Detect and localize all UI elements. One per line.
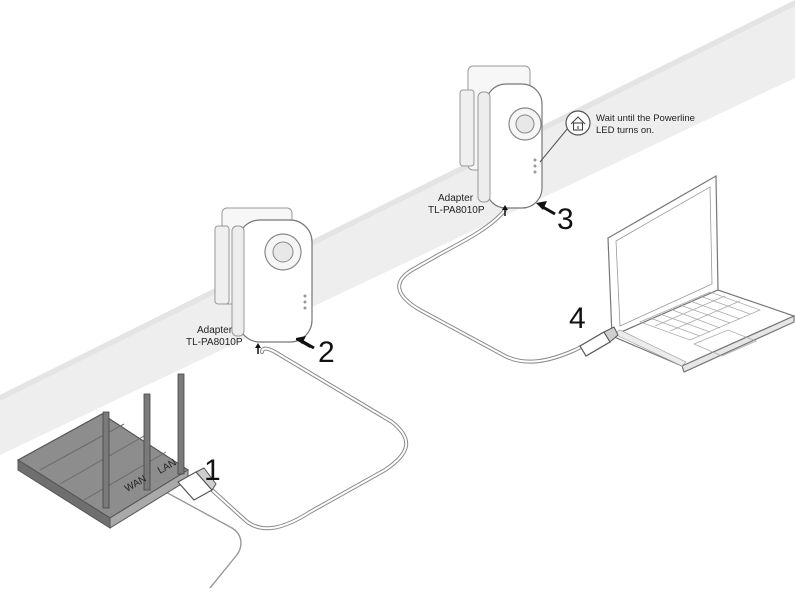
wall-mark: H <box>134 310 145 323</box>
router-antenna <box>102 411 110 509</box>
step-number-2: 2 <box>318 336 335 369</box>
laptop-trackpad <box>692 329 758 357</box>
step-number-1: 1 <box>204 454 221 487</box>
powerline-adapter-left <box>214 207 313 343</box>
ethernet-plug-router <box>177 467 217 501</box>
adapter-right-label-line2: TL-PA8010P <box>428 205 485 216</box>
router-power-cable <box>139 477 242 589</box>
laptop-keyboard <box>639 291 761 341</box>
router-antenna <box>143 393 151 491</box>
callout-line1: Wait until the Powerline <box>596 113 695 124</box>
step-number-3: 3 <box>557 203 574 236</box>
adapter-led <box>303 294 307 298</box>
arrow-icon <box>536 201 556 216</box>
arrow-icon <box>502 205 508 216</box>
cable-router-to-adapter <box>210 346 409 531</box>
router: WAN LAN <box>16 373 190 529</box>
adapter-led <box>533 158 537 162</box>
powerline-adapter-right <box>459 65 543 209</box>
arrow-icon <box>296 336 315 350</box>
adapter-left-label-line2: TL-PA8010P <box>186 337 243 348</box>
wall-band <box>0 0 795 455</box>
arrow-icon <box>255 343 261 354</box>
laptop <box>607 174 795 373</box>
cable-adapter-to-laptop <box>397 208 589 364</box>
adapter-right-label-line1: Adapter <box>438 193 474 204</box>
house-led-icon <box>570 116 586 131</box>
router-antenna <box>177 373 185 475</box>
step-number-4: 4 <box>569 302 586 335</box>
adapter-left-label-line1: Adapter <box>197 325 233 336</box>
ethernet-plug-laptop <box>579 326 619 357</box>
led-callout: Wait until the Powerline LED turns on. <box>539 110 695 163</box>
callout-line2: LED turns on. <box>596 125 654 136</box>
